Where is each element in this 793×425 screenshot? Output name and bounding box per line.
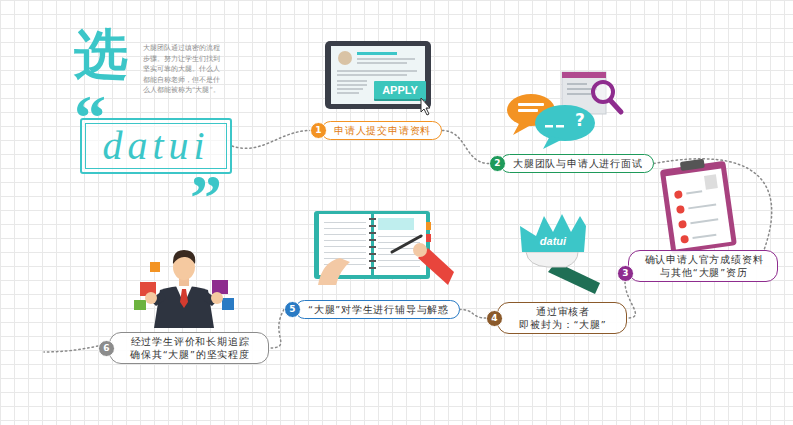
step-number: 3: [617, 265, 634, 282]
dotted-connector: [460, 310, 486, 319]
step-pill: 通过审核者 即被封为：“大腿”: [497, 302, 627, 334]
step-node: 2 大腿团队与申请人进行面试: [489, 154, 654, 173]
laptop-illustration: [325, 41, 431, 115]
intro-note: 大腿团队通过缜密的流程步骤。努力让学生们找到坚实可靠的大腿。什么人都能自称老师，…: [143, 43, 223, 96]
dotted-connector: [269, 310, 284, 349]
step-text: “大腿”对学生进行辅导与解惑: [308, 303, 449, 316]
step-node: 4 通过审核者 即被封为：“大腿”: [486, 302, 627, 334]
clipboard-illustration: [659, 156, 737, 254]
quote-mark: “: [74, 86, 106, 150]
step-node: 6 经过学生评价和长期追踪 确保其“大腿”的坚实程度: [98, 332, 269, 364]
step-pill: 大腿团队与申请人进行面试: [500, 154, 654, 173]
dotted-connector: [232, 131, 310, 149]
step-node: 5 “大腿”对学生进行辅导与解惑: [284, 300, 460, 319]
brand-text: datui: [102, 124, 209, 168]
step-pill: “大腿”对学生进行辅导与解惑: [295, 300, 460, 319]
step-pill: 确认申请人官方成绩资料 与其他“大腿”资历: [628, 250, 778, 282]
crown-illustration: [520, 214, 600, 294]
button-text: APPLY: [374, 81, 426, 99]
businessman-illustration: [134, 250, 234, 328]
question-mark: ?: [575, 112, 585, 129]
step-text: 大腿团队与申请人进行面试: [513, 157, 643, 170]
leader-line: [44, 346, 98, 352]
step-number: 2: [489, 155, 506, 172]
crown-text: datui: [533, 235, 573, 248]
step-node: 3 确认申请人官方成绩资料 与其他“大腿”资历: [617, 250, 778, 282]
step-number: 1: [310, 122, 327, 139]
step-text: 经过学生评价和长期追踪 确保其“大腿”的坚实程度: [122, 335, 258, 361]
dotted-connector: [442, 131, 489, 164]
step-number: 4: [486, 310, 503, 327]
step-node: 1 申请人提交申请资料: [310, 121, 442, 140]
step-pill: 经过学生评价和长期追踪 确保其“大腿”的坚实程度: [109, 332, 269, 364]
step-pill: 申请人提交申请资料: [321, 121, 442, 140]
step-text: 确认申请人官方成绩资料 与其他“大腿”资历: [641, 253, 767, 279]
title-character: 选: [74, 28, 128, 82]
step-number: 6: [98, 340, 115, 357]
step-number: 5: [284, 301, 301, 318]
step-text: 通过审核者 即被封为：“大腿”: [510, 305, 616, 331]
notebook-illustration: [314, 211, 454, 285]
quote-mark: ”: [190, 166, 222, 230]
step-text: 申请人提交申请资料: [334, 124, 431, 137]
interview-illustration: [507, 72, 621, 149]
